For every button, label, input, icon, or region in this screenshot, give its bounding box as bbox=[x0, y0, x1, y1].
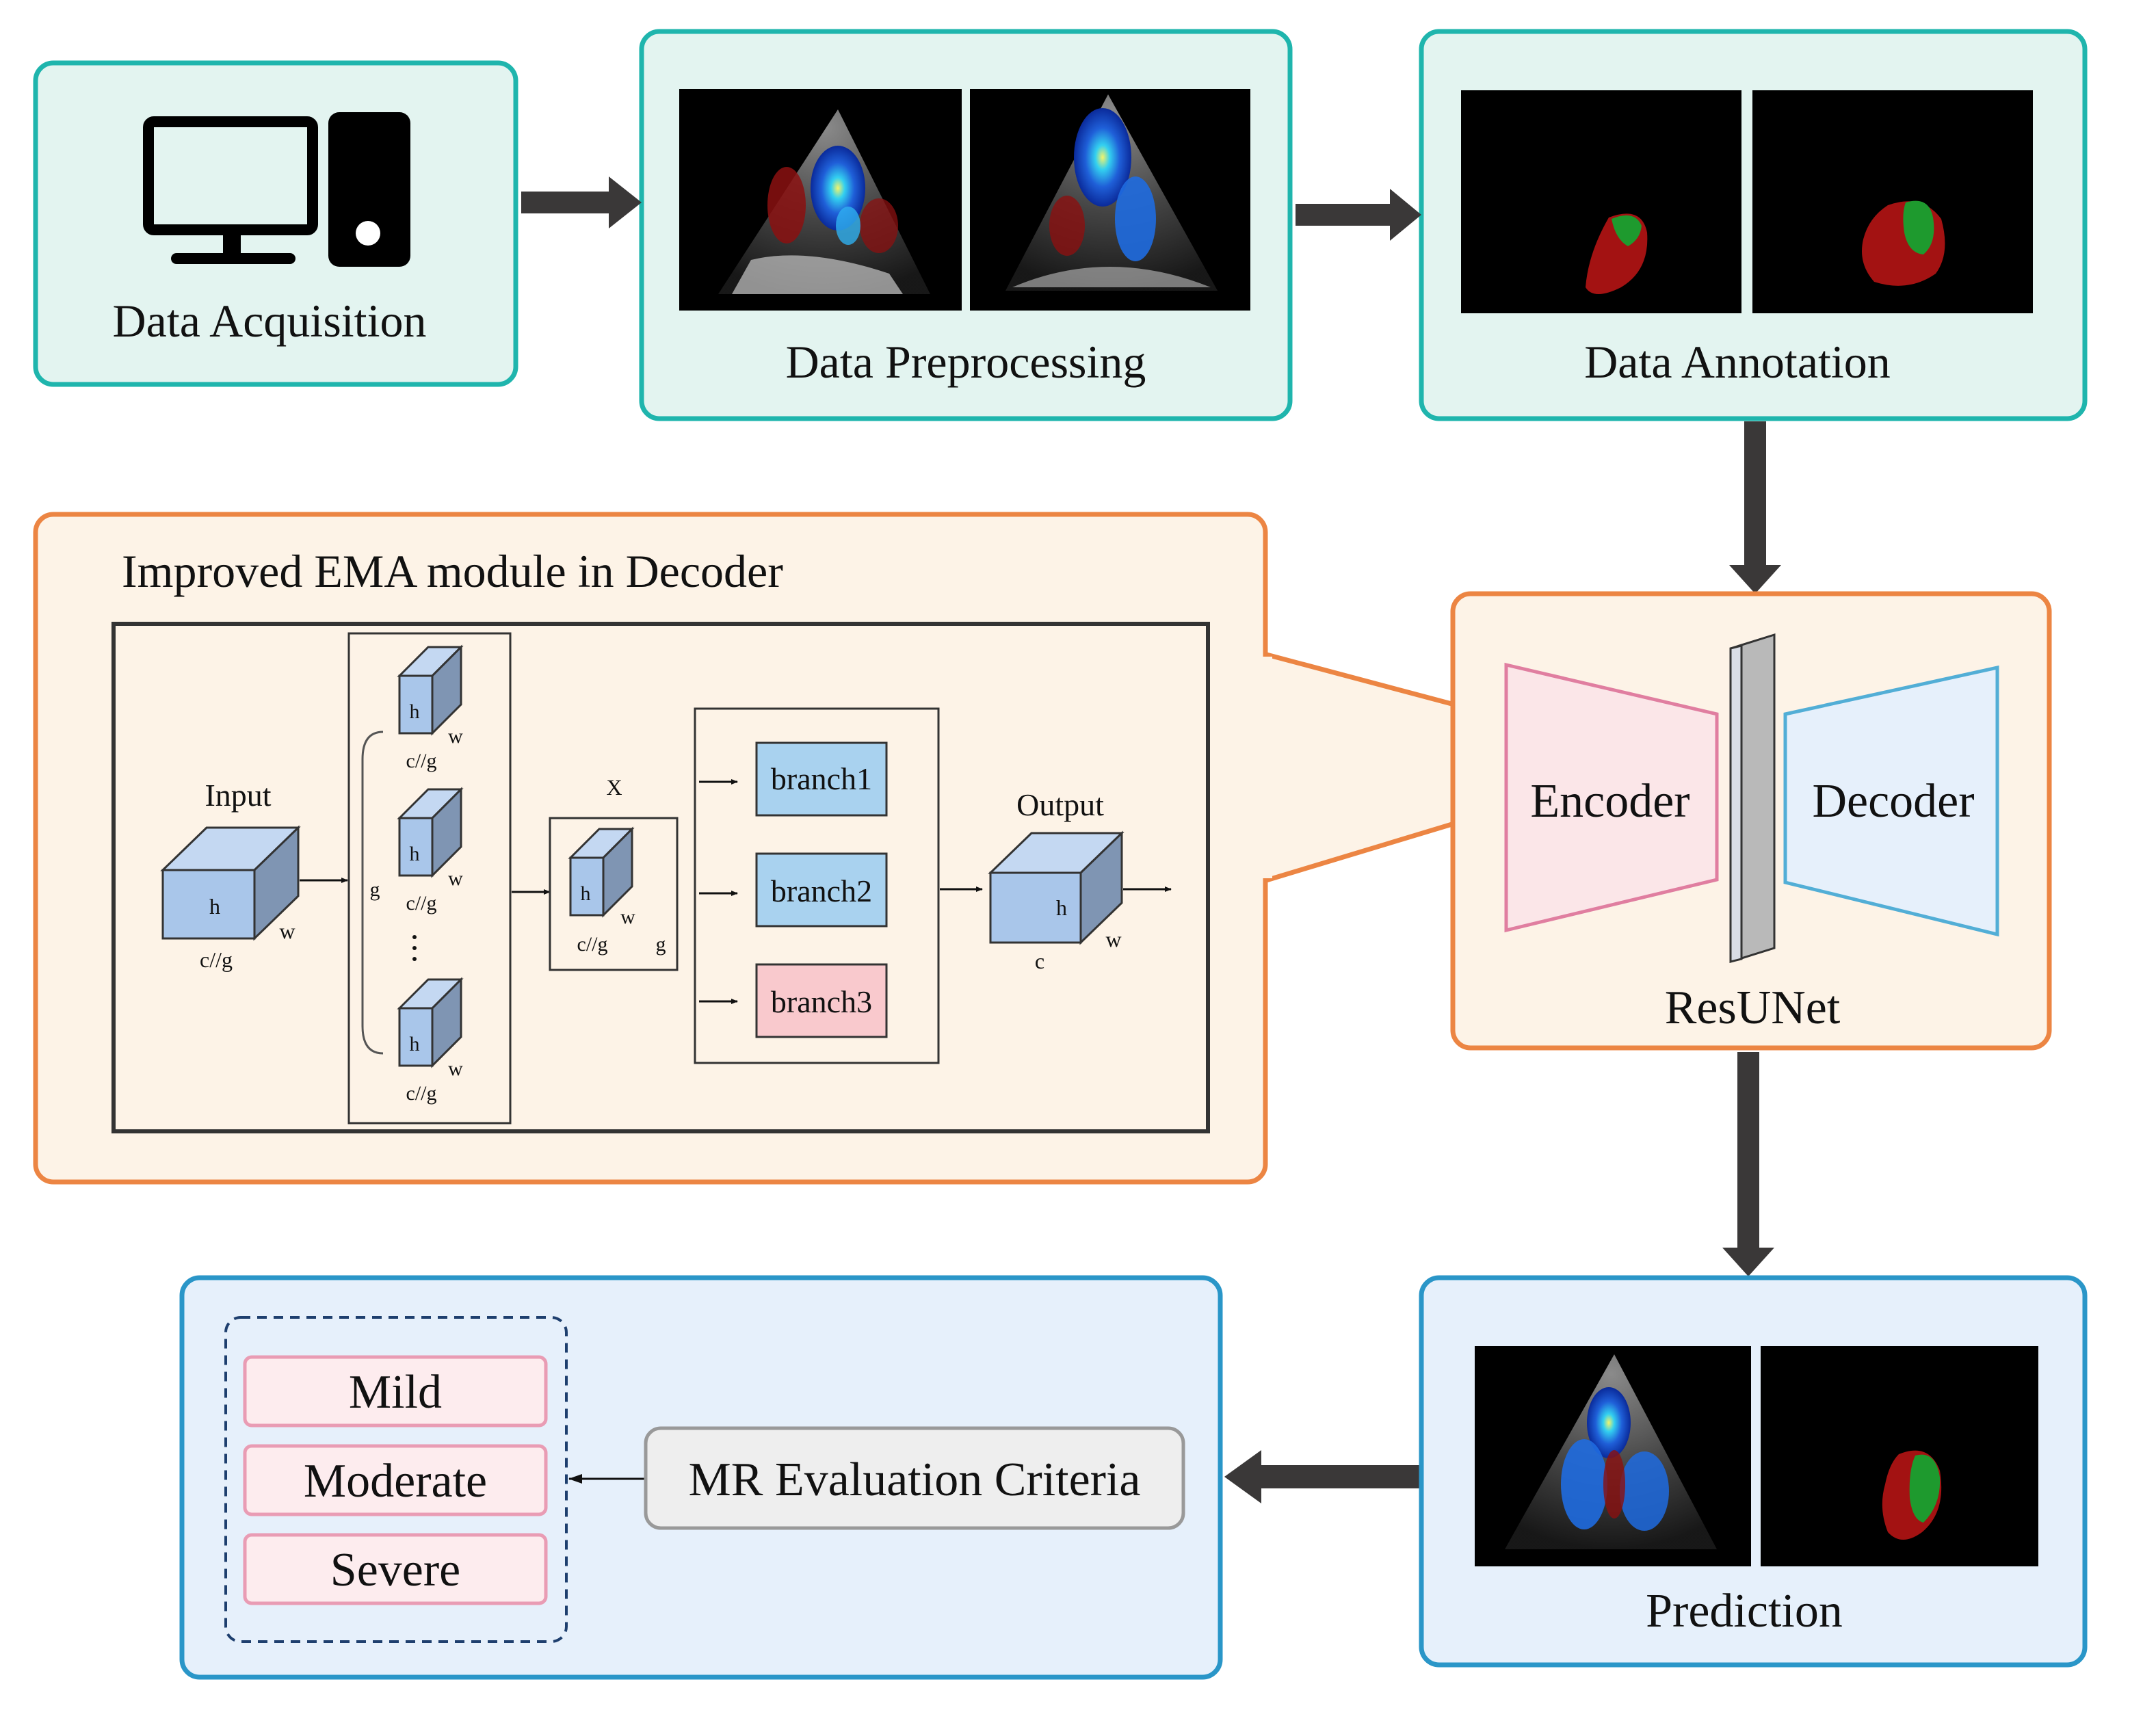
svg-text:h: h bbox=[581, 882, 591, 905]
prediction-mask bbox=[1761, 1346, 2038, 1566]
arrow-annotation-to-resunet bbox=[1729, 421, 1781, 594]
branch1-block: branch1 bbox=[755, 741, 888, 817]
computer-icon bbox=[143, 112, 410, 267]
svg-text:w: w bbox=[448, 867, 463, 890]
arrow-prediction-to-evaluation bbox=[1224, 1450, 1420, 1503]
ema-title: Improved EMA module in Decoder bbox=[122, 545, 783, 597]
grade-mild: Mild bbox=[243, 1355, 548, 1428]
svg-text:w: w bbox=[448, 1057, 463, 1080]
ellipsis-dots bbox=[412, 935, 417, 961]
group-tensor-3: h w c//g bbox=[397, 977, 464, 1105]
x-tensor: X h w c//g g bbox=[549, 775, 679, 971]
svg-text:Mild: Mild bbox=[349, 1366, 442, 1419]
label-data-preprocessing: Data Preprocessing bbox=[786, 336, 1146, 388]
label-prediction: Prediction bbox=[1646, 1585, 1843, 1638]
svg-text:g: g bbox=[370, 878, 380, 901]
branch2-block: branch2 bbox=[755, 852, 888, 928]
svg-text:c//g: c//g bbox=[406, 750, 437, 772]
ultrasound-image-2 bbox=[970, 89, 1250, 311]
encoder-label: Encoder bbox=[1530, 775, 1689, 828]
svg-text:c//g: c//g bbox=[406, 892, 437, 915]
svg-text:c//g: c//g bbox=[577, 933, 608, 956]
ema-inner-frame bbox=[111, 622, 1210, 1133]
svg-text:Moderate: Moderate bbox=[304, 1455, 487, 1508]
svg-text:c//g: c//g bbox=[406, 1082, 437, 1105]
svg-text:w: w bbox=[1105, 927, 1121, 951]
annotation-mask-1 bbox=[1461, 90, 1741, 313]
svg-text:h: h bbox=[209, 894, 220, 919]
input-tensor: Input h w c//g bbox=[160, 778, 301, 972]
decoder-block: Decoder bbox=[1783, 665, 1999, 937]
prediction-ultrasound bbox=[1475, 1346, 1751, 1566]
svg-text:MR Evaluation Criteria: MR Evaluation Criteria bbox=[689, 1454, 1141, 1506]
grade-severe: Severe bbox=[243, 1533, 548, 1605]
label-resunet: ResUNet bbox=[1665, 982, 1841, 1034]
svg-text:w: w bbox=[279, 919, 295, 943]
svg-text:c: c bbox=[1035, 949, 1044, 973]
output-tensor: Output h w c bbox=[988, 787, 1125, 973]
stage-data-preprocessing: Data Preprocessing bbox=[639, 29, 1293, 421]
arrow-preprocessing-to-annotation bbox=[1296, 189, 1421, 241]
output-label: Output bbox=[1016, 787, 1104, 822]
svg-text:h: h bbox=[410, 700, 420, 723]
svg-text:g: g bbox=[656, 933, 666, 956]
group-tensor-2: h w c//g bbox=[397, 787, 464, 915]
svg-text:X: X bbox=[606, 775, 622, 800]
stage-prediction: Prediction bbox=[1419, 1275, 2088, 1668]
svg-text:w: w bbox=[448, 725, 463, 748]
svg-text:branch1: branch1 bbox=[771, 761, 872, 796]
svg-text:Severe: Severe bbox=[330, 1544, 460, 1596]
arrow-resunet-to-prediction bbox=[1722, 1052, 1774, 1276]
branches-group: branch1 branch2 branch3 bbox=[694, 707, 940, 1064]
ultrasound-image-1 bbox=[679, 89, 962, 311]
svg-text:branch3: branch3 bbox=[771, 984, 872, 1019]
decoder-label: Decoder bbox=[1812, 775, 1974, 828]
annotation-mask-2 bbox=[1752, 90, 2033, 313]
mr-evaluation-criteria-box: MR Evaluation Criteria bbox=[644, 1426, 1185, 1530]
encoder-block: Encoder bbox=[1504, 662, 1719, 933]
svg-text:h: h bbox=[410, 843, 420, 865]
input-label: Input bbox=[205, 778, 271, 813]
label-data-acquisition: Data Acquisition bbox=[113, 295, 427, 347]
svg-text:c//g: c//g bbox=[200, 947, 233, 972]
svg-text:h: h bbox=[410, 1033, 420, 1055]
svg-text:branch2: branch2 bbox=[771, 873, 872, 908]
svg-text:w: w bbox=[620, 906, 635, 928]
grades-dashed-group bbox=[224, 1316, 568, 1643]
ema-panel: Improved EMA module in Decoder Input h w… bbox=[33, 512, 1272, 1185]
branch3-block: branch3 bbox=[755, 963, 888, 1038]
stage-data-annotation: Data Annotation bbox=[1419, 29, 2088, 421]
stage-data-acquisition: Data Acquisition bbox=[33, 60, 518, 387]
grade-moderate: Moderate bbox=[243, 1444, 548, 1516]
callout-connector bbox=[1263, 651, 1456, 884]
stage-resunet: Encoder Decoder ResUNet bbox=[1450, 591, 2052, 1051]
evaluation-panel: Mild Moderate Severe MR Evaluation Crite… bbox=[179, 1275, 1223, 1680]
bottleneck-block bbox=[1729, 633, 1776, 964]
label-data-annotation: Data Annotation bbox=[1584, 336, 1891, 388]
svg-text:h: h bbox=[1056, 895, 1067, 920]
group-tensor-1: h w c//g bbox=[397, 644, 464, 772]
callout-fill bbox=[1264, 654, 1454, 881]
arrow-acquisition-to-preprocessing bbox=[521, 176, 642, 228]
grouped-tensors: g h w c//g h w c//g bbox=[347, 632, 512, 1125]
